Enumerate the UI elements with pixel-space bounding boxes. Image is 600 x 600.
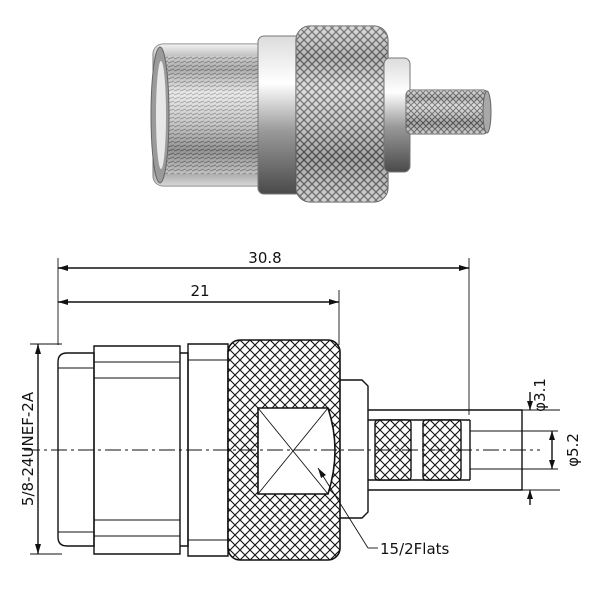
technical-drawing: 30.8 21 5/8-24UNEF-2A [19,249,582,561]
crimp-diameter-label: φ5.2 [564,433,582,467]
dimension-pin-diameter: φ3.1 [498,378,560,505]
knurled-nut [227,339,341,561]
flats-leader: 15/2Flats [317,467,450,558]
flats-note-label: 15/2Flats [380,540,450,558]
dimension-label-body: 21 [190,282,209,300]
dimension-thread: 5/8-24UNEF-2A [19,343,62,555]
dimension-body-length: 21 [58,282,340,345]
product-photo [150,25,492,203]
dimension-crimp-diameter: φ5.2 [549,431,582,469]
thread-spec-label: 5/8-24UNEF-2A [19,391,37,506]
dimension-overall-length: 30.8 [57,249,470,415]
pin-diameter-label: φ3.1 [531,378,549,412]
dimension-label-overall: 30.8 [248,249,281,267]
